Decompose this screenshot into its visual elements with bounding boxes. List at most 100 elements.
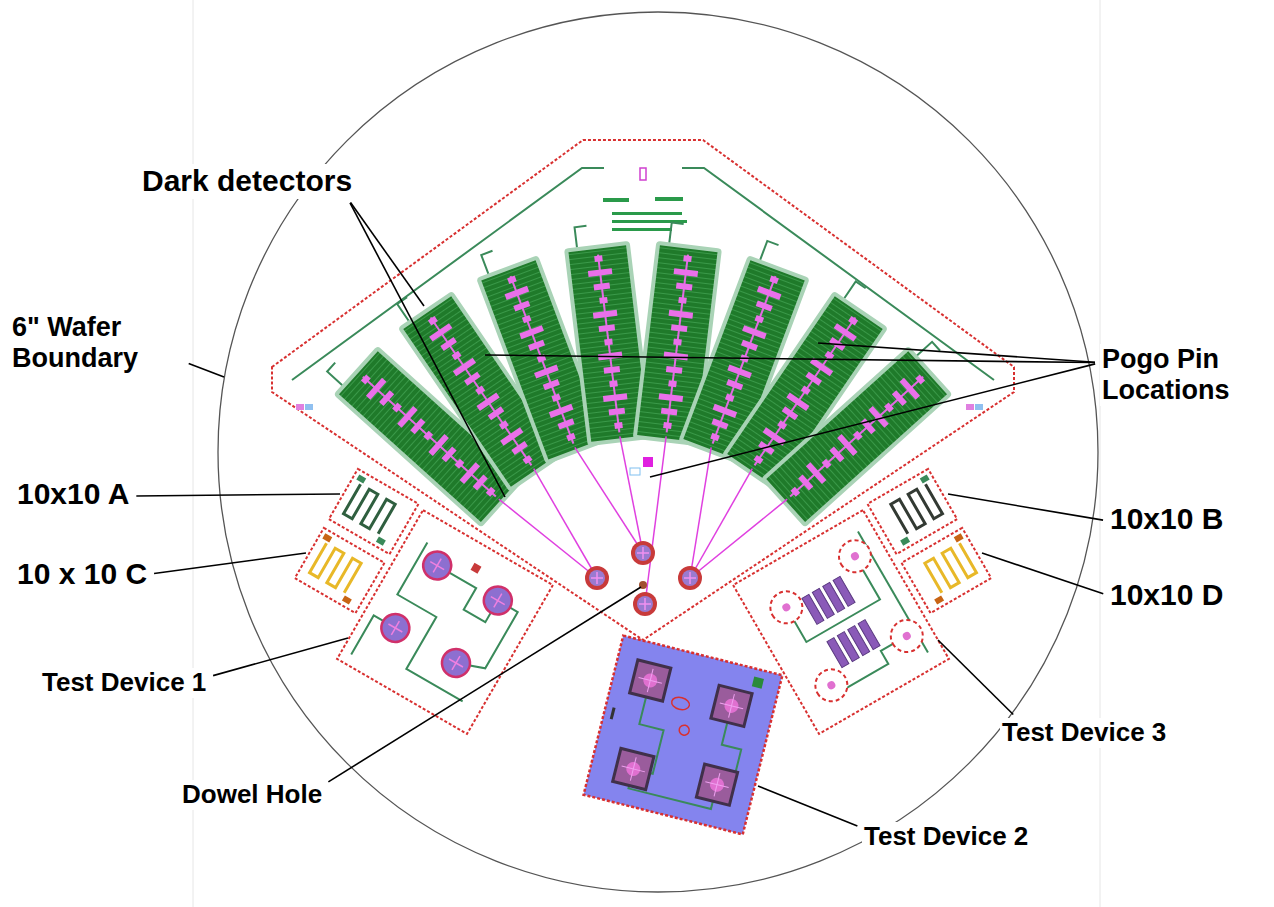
detector-pixel xyxy=(805,372,822,386)
detector-pixel xyxy=(511,441,528,455)
test-ring-center xyxy=(850,551,861,562)
test-bar xyxy=(802,594,824,624)
test-pixel xyxy=(479,581,517,619)
detector-pixel xyxy=(727,365,752,379)
detector-pixel xyxy=(769,276,779,284)
detector-pixel xyxy=(486,487,496,497)
test-pixel xyxy=(376,609,414,647)
detector-pixel xyxy=(753,455,763,464)
detector-pixel xyxy=(782,406,799,420)
detector-pixel xyxy=(678,297,687,304)
callout-label: 10x10 A xyxy=(15,477,131,512)
detector-pixel xyxy=(669,310,694,319)
small-icon xyxy=(975,404,983,410)
callout-label: Pogo Pin Locations xyxy=(1100,344,1264,406)
detector-pixel xyxy=(473,475,488,491)
detector-pixel xyxy=(392,403,402,413)
detector-pixel xyxy=(664,352,689,361)
detector-fan xyxy=(320,221,966,525)
meander-pad xyxy=(900,536,910,545)
meander-resistor xyxy=(925,543,977,592)
pin-wire xyxy=(534,469,597,578)
pogo-pin xyxy=(637,596,653,612)
callout-label: Dark detectors xyxy=(140,164,354,199)
test-ring-center xyxy=(826,680,837,691)
meander-pad xyxy=(376,536,386,545)
leader-line xyxy=(948,494,1103,520)
chip-outline xyxy=(272,140,1014,640)
callout-label: 10x10 B xyxy=(1108,502,1225,537)
detector-pixel xyxy=(603,393,628,402)
test-bar xyxy=(827,638,849,668)
detector-pixel xyxy=(604,339,613,346)
pogo-pin xyxy=(682,570,698,586)
detector-pixel xyxy=(798,475,813,491)
detector-pixel xyxy=(519,325,544,339)
die-outline xyxy=(337,510,553,734)
test-device-2 xyxy=(584,636,783,835)
leader-line xyxy=(351,203,424,306)
test-pixel xyxy=(418,546,456,584)
detector-pixel xyxy=(900,378,921,400)
detector-pixel xyxy=(410,418,425,434)
detector-pixel xyxy=(834,323,857,341)
detector-pixel xyxy=(710,433,720,441)
detector-pixel xyxy=(522,315,532,323)
detector-pixel xyxy=(428,316,438,325)
callout-label: Test Device 3 xyxy=(1000,718,1168,748)
test-ring xyxy=(833,534,877,578)
detector-pixel xyxy=(455,459,465,469)
pixel-cross xyxy=(433,559,441,573)
test-pixel xyxy=(437,644,475,682)
leader-line xyxy=(136,494,340,496)
leader-line xyxy=(189,363,224,377)
test-pixel xyxy=(711,685,752,726)
leader-line xyxy=(350,203,505,497)
detector-pixel xyxy=(476,393,499,411)
test-mark xyxy=(678,724,690,736)
pixel-cross xyxy=(714,773,720,796)
detector-pixel xyxy=(659,393,684,402)
detector-pixel xyxy=(566,433,576,441)
meander-pad xyxy=(342,595,352,604)
top-mark xyxy=(612,228,672,231)
pixel-cross xyxy=(391,621,399,635)
leader-line xyxy=(650,364,1095,477)
detector-pixel xyxy=(507,276,517,284)
detector-stub xyxy=(397,297,418,320)
trace xyxy=(367,543,522,702)
detector-stub xyxy=(844,281,865,304)
pogo-pin-ring xyxy=(678,566,702,590)
leader-line xyxy=(982,553,1103,594)
detector-pixel xyxy=(441,446,456,462)
meander-resistor xyxy=(344,484,396,533)
detector-pixel xyxy=(666,366,683,374)
detector-pixel xyxy=(671,324,688,332)
meander-pad xyxy=(920,474,930,483)
callout-label: 10 x 10 C xyxy=(15,557,149,592)
detector-pixel xyxy=(609,380,618,387)
detector-pixel xyxy=(488,406,505,420)
test-mark xyxy=(752,677,764,689)
detector-axis xyxy=(511,276,574,444)
wafer-boundary xyxy=(218,12,1098,892)
detector-pixel xyxy=(549,404,574,418)
test-ring xyxy=(885,614,929,658)
detector-pixel xyxy=(460,462,481,484)
callout-label: 10x10 D xyxy=(1108,578,1225,613)
test-pixel xyxy=(696,764,737,805)
leader-line xyxy=(213,638,348,676)
detector-pixel xyxy=(452,351,462,360)
detector-pixel xyxy=(499,420,509,429)
frame-line xyxy=(193,0,194,907)
meander-pad xyxy=(356,474,366,483)
test-mark xyxy=(670,695,690,711)
pixel-cross xyxy=(630,757,636,780)
pixel-cross xyxy=(452,656,460,670)
detector-pixel xyxy=(429,323,452,341)
pin-cross xyxy=(644,598,646,610)
detector-pixel xyxy=(534,365,559,379)
detector-pixel xyxy=(777,420,787,429)
